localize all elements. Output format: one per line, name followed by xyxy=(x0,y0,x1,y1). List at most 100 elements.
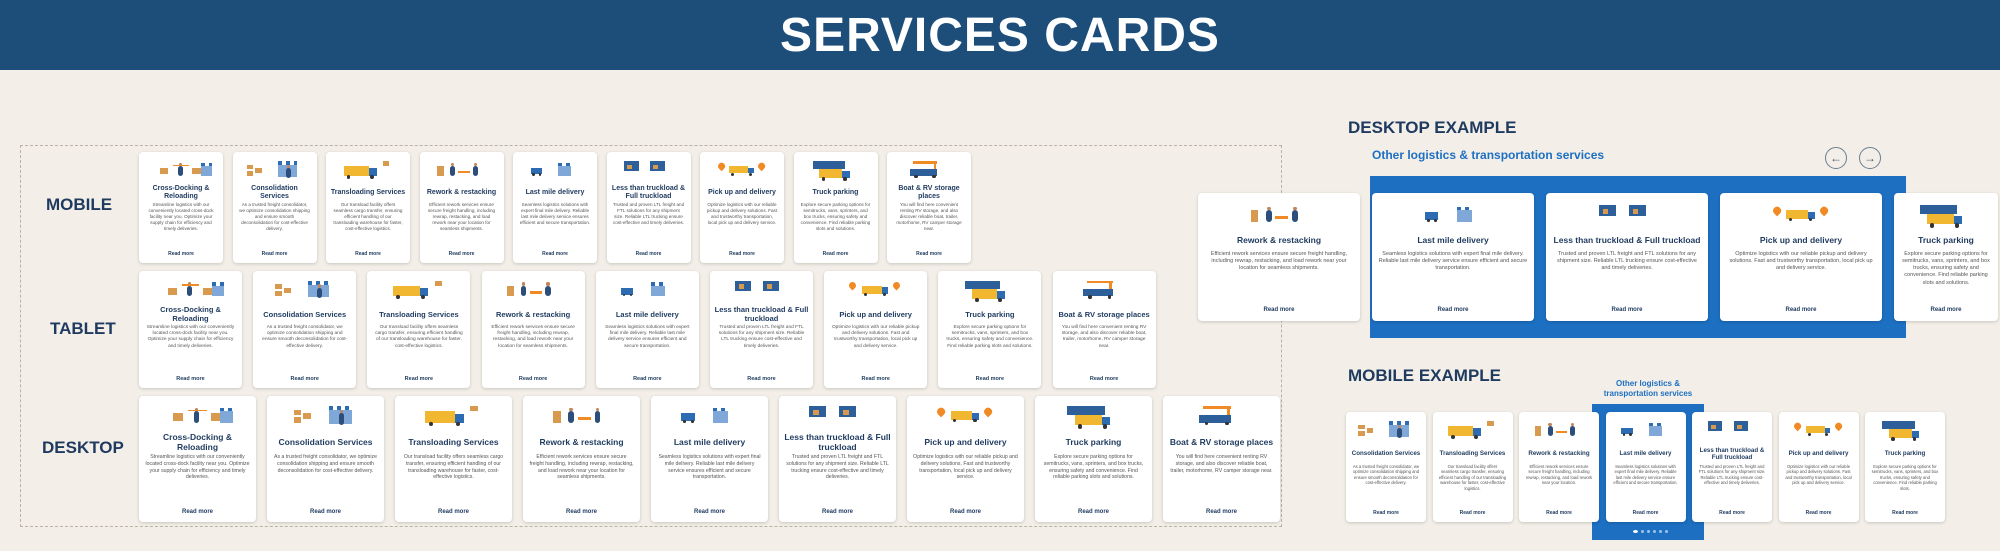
read-more-link[interactable]: Read more xyxy=(1459,510,1486,516)
card-description: Efficient rework services ensure secure … xyxy=(1210,251,1348,272)
read-more-link[interactable]: Read more xyxy=(822,251,849,257)
read-more-link[interactable]: Read more xyxy=(181,509,213,515)
pagination-dot[interactable] xyxy=(1633,530,1638,533)
truck-parking-icon xyxy=(938,277,1041,305)
read-more-link[interactable]: Read more xyxy=(261,251,288,257)
card-description: Trusted and proven LTL freight and FTL s… xyxy=(786,454,889,481)
read-more-link[interactable]: Read more xyxy=(176,376,205,382)
pagination-dot[interactable] xyxy=(1665,530,1668,533)
read-more-link[interactable]: Read more xyxy=(1892,510,1918,516)
read-more-link[interactable]: Read more xyxy=(949,509,981,515)
read-more-link[interactable]: Read more xyxy=(975,376,1005,382)
ltl-icon xyxy=(1546,201,1708,231)
read-more-link[interactable]: Read more xyxy=(168,251,194,257)
read-more-link[interactable]: Read more xyxy=(821,509,853,515)
read-more-link[interactable]: Read more xyxy=(1077,509,1109,515)
read-more-link[interactable]: Read more xyxy=(437,509,469,515)
pagination-dot[interactable] xyxy=(1659,530,1662,533)
card-title: Pick up and delivery xyxy=(839,309,912,319)
card-description: Streamline logistics with our convenient… xyxy=(145,454,250,481)
card-description: Seamless logistics solutions with expert… xyxy=(519,202,591,225)
pagination-dot[interactable] xyxy=(1647,530,1650,533)
read-more-link[interactable]: Read more xyxy=(1373,510,1399,516)
read-more-link[interactable]: Read more xyxy=(633,376,662,382)
read-more-link[interactable]: Read more xyxy=(1719,510,1745,516)
read-more-link[interactable]: Read more xyxy=(1263,307,1295,313)
card-description: Trusted and proven LTL freight and FTL s… xyxy=(1557,251,1697,272)
read-more-link[interactable]: Read more xyxy=(1930,307,1962,313)
card-description: Efficient rework services ensure secure … xyxy=(491,325,575,349)
read-more-link[interactable]: Read more xyxy=(747,376,776,382)
carousel-next-button[interactable]: → xyxy=(1859,147,1881,169)
read-more-link[interactable]: Read more xyxy=(309,509,341,515)
read-more-link[interactable]: Read more xyxy=(355,251,381,257)
read-more-link[interactable]: Read more xyxy=(729,251,755,257)
read-more-link[interactable]: Read more xyxy=(1805,510,1832,516)
read-more-link[interactable]: Read more xyxy=(518,376,548,382)
read-more-link[interactable]: Read more xyxy=(448,251,475,257)
read-more-link[interactable]: Read more xyxy=(290,376,319,382)
read-more-link[interactable]: Read more xyxy=(1785,307,1817,313)
carousel-prev-button[interactable]: ← xyxy=(1825,147,1847,169)
read-more-link[interactable]: Read more xyxy=(1205,509,1237,515)
read-more-link[interactable]: Read more xyxy=(916,251,942,257)
read-more-link[interactable]: Read more xyxy=(1632,510,1659,516)
read-more-link[interactable]: Read more xyxy=(1611,307,1643,313)
read-more-link[interactable]: Read more xyxy=(861,376,890,382)
consolidation-icon xyxy=(1346,418,1426,444)
ltl-ftl-icon xyxy=(607,158,691,184)
read-more-link[interactable]: Read more xyxy=(404,376,434,382)
carousel-pagination-dots[interactable] xyxy=(1633,530,1668,533)
pagination-dot[interactable] xyxy=(1653,530,1656,533)
read-more-link[interactable]: Read more xyxy=(1546,510,1572,516)
truck-parking-icon xyxy=(1035,402,1152,432)
read-more-link[interactable]: Read more xyxy=(1437,307,1469,313)
read-more-link[interactable]: Read more xyxy=(565,509,597,515)
read-more-link[interactable]: Read more xyxy=(693,509,725,515)
read-more-link[interactable]: Read more xyxy=(1089,376,1119,382)
read-more-link[interactable]: Read more xyxy=(635,251,662,257)
pagination-dot[interactable] xyxy=(1641,530,1644,533)
read-more-link[interactable]: Read more xyxy=(542,251,568,257)
card-title: Consolidation Services xyxy=(278,437,373,448)
